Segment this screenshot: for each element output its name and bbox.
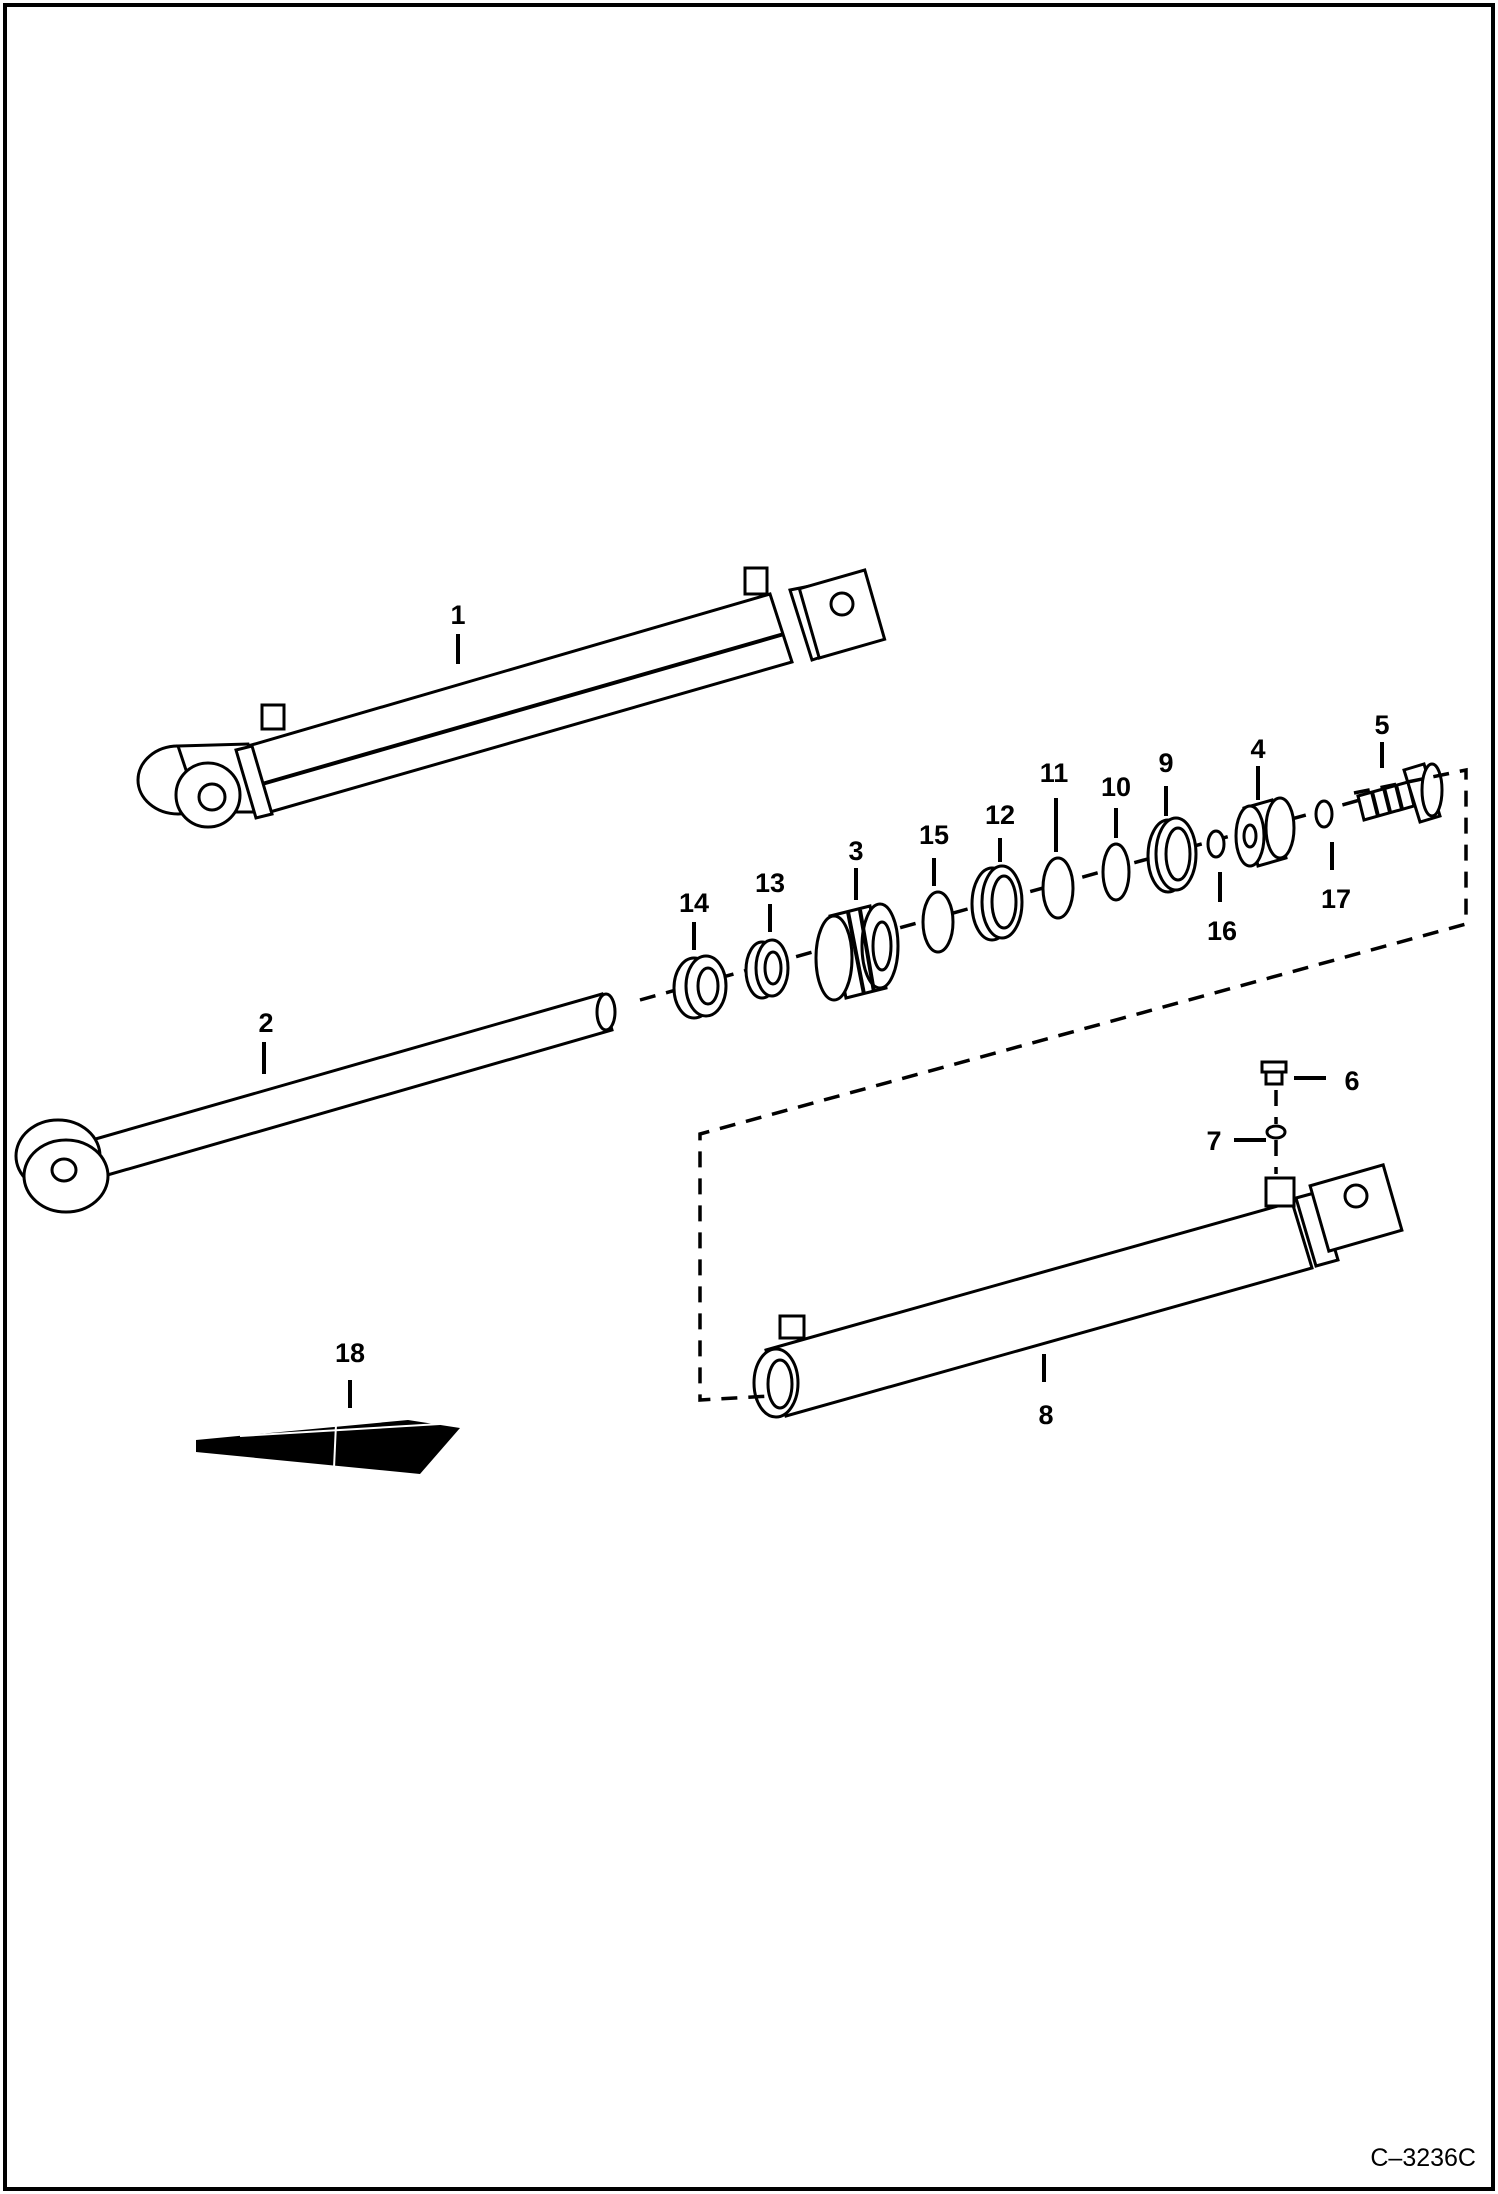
leader-lines (262, 634, 1384, 1408)
callout-1: 1 (450, 600, 465, 630)
part-2-piston-rod[interactable] (14, 992, 617, 1214)
part-7-o-ring[interactable] (1265, 1124, 1287, 1140)
part-14-wiper[interactable] (672, 954, 728, 1020)
part-17-o-ring[interactable] (1314, 799, 1334, 829)
callout-3: 3 (848, 836, 863, 866)
callout-5: 5 (1374, 710, 1389, 740)
callout-15: 15 (919, 820, 949, 850)
part-18-decal[interactable] (196, 1420, 460, 1474)
part-6-plug[interactable] (1260, 1060, 1288, 1086)
callout-18: 18 (335, 1338, 365, 1368)
part-5-bolt[interactable] (1356, 762, 1444, 824)
callout-2: 2 (258, 1008, 273, 1038)
part-9-piston-seal[interactable] (1146, 816, 1198, 894)
callout-9: 9 (1158, 748, 1173, 778)
callout-labels: 1 2 3 4 5 6 7 8 9 10 11 12 13 14 15 16 1… (258, 600, 1389, 1430)
part-4-piston[interactable] (1234, 796, 1296, 868)
callout-16: 16 (1207, 916, 1237, 946)
part-12-backup-ring[interactable] (970, 864, 1024, 942)
callout-14: 14 (679, 888, 709, 918)
part-10-ring[interactable] (1101, 842, 1131, 902)
part-16-o-ring[interactable] (1206, 829, 1226, 859)
callout-12: 12 (985, 800, 1015, 830)
callout-10: 10 (1101, 772, 1131, 802)
callout-7: 7 (1206, 1126, 1221, 1156)
callout-17: 17 (1321, 884, 1351, 914)
callout-11: 11 (1040, 758, 1069, 788)
part-3-gland[interactable] (814, 902, 900, 1002)
part-11-ring[interactable] (1041, 856, 1075, 920)
callout-8: 8 (1038, 1400, 1053, 1430)
part-15-o-ring[interactable] (921, 890, 955, 954)
callout-13: 13 (755, 868, 785, 898)
part-1-cylinder-assembly[interactable] (136, 566, 887, 829)
callout-6: 6 (1344, 1066, 1359, 1096)
figure-reference: C–3236C (1370, 2144, 1476, 2172)
callout-4: 4 (1250, 734, 1265, 764)
part-13-rod-seal[interactable] (744, 938, 790, 1000)
part-8-barrel[interactable] (752, 1162, 1404, 1419)
